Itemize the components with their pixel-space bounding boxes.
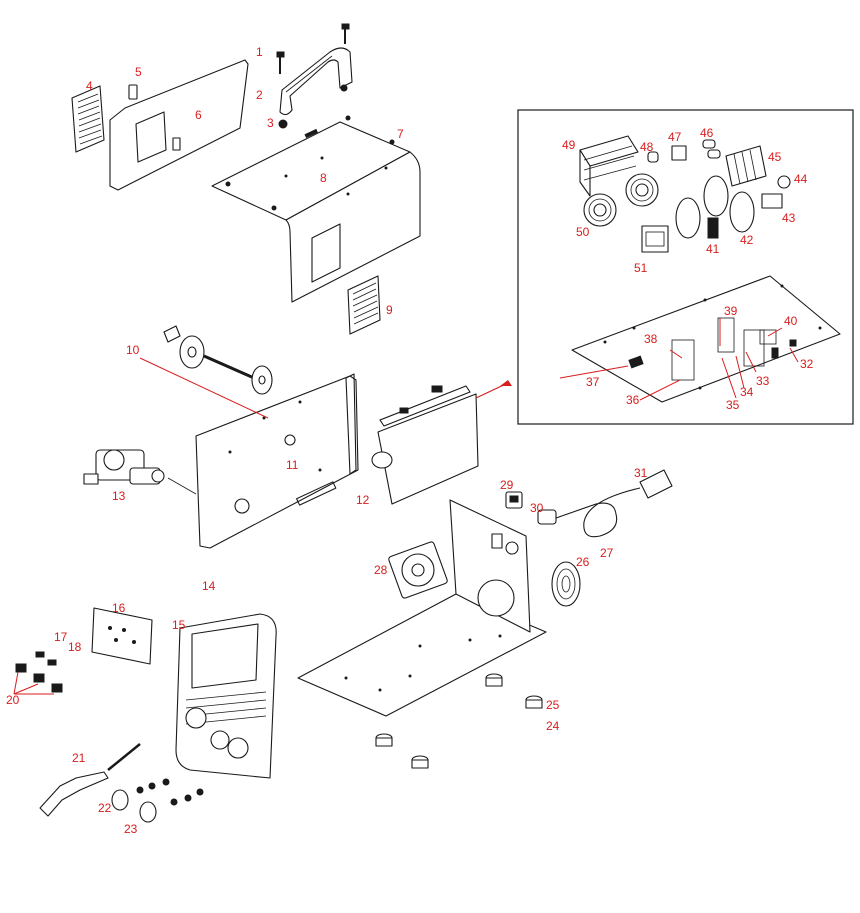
label-51: 51 [634,261,648,275]
label-23: 23 [124,822,138,836]
label-38: 38 [644,332,658,346]
label-39: 39 [724,304,738,318]
connectors-small [15,651,63,693]
label-33: 33 [756,374,770,388]
label-44: 44 [794,172,808,186]
rear-plate [91,607,153,665]
label-24: 24 [546,719,560,733]
label-6: 6 [195,108,202,122]
label-21: 21 [72,751,86,765]
label-8: 8 [320,171,327,185]
detail-components [571,135,841,403]
label-47: 47 [668,130,682,144]
label-20: 20 [6,693,20,707]
label-9: 9 [386,303,393,317]
part-labels: 1 2 3 4 5 6 7 8 9 10 11 12 13 14 15 16 1… [6,45,814,836]
label-45: 45 [768,150,782,164]
transformer-small [641,225,669,253]
label-46: 46 [700,126,714,140]
label-36: 36 [626,393,640,407]
control-board [571,275,841,403]
screw-top [276,23,350,74]
label-12: 12 [356,493,370,507]
vent-grille-left [71,85,105,153]
vent-grille-right [347,275,381,335]
top-cover [211,115,421,303]
label-10: 10 [126,343,140,357]
label-11: 11 [286,458,299,472]
side-clip [128,84,138,100]
label-34: 34 [740,385,754,399]
switch [505,491,523,509]
label-18: 18 [68,640,82,654]
leader-lines [13,318,799,695]
label-27: 27 [600,546,614,560]
capacitors [675,175,755,239]
label-25: 25 [546,698,560,712]
label-22: 22 [98,801,112,815]
label-3: 3 [267,116,274,130]
label-32: 32 [800,357,814,371]
inner-partition [195,373,359,549]
label-16: 16 [112,601,126,615]
handle [279,47,353,116]
main-board [371,385,479,505]
label-29: 29 [500,478,514,492]
toroid-cores [583,173,659,227]
label-50: 50 [576,225,590,239]
fan-assembly [388,541,448,599]
label-7: 7 [397,127,404,141]
rubber-feet [375,673,543,769]
front-panel [175,613,277,779]
label-14: 14 [202,579,216,593]
label-15: 15 [172,618,186,632]
heatsink-small [725,145,767,187]
label-42: 42 [740,233,754,247]
label-35: 35 [726,398,740,412]
label-17: 17 [54,630,68,644]
label-49: 49 [562,138,576,152]
small-inductors [647,139,721,163]
torch [39,743,141,817]
detail-frame [517,109,854,425]
fan-guard [551,561,581,607]
label-40: 40 [784,314,798,328]
label-5: 5 [135,65,142,79]
power-cable [537,469,673,538]
label-4: 4 [86,79,93,93]
label-30: 30 [530,501,544,515]
output-sockets [111,778,204,823]
label-41: 41 [706,242,720,256]
spool-holder [163,325,273,395]
nut-3 [278,84,348,129]
wire-feeder [83,449,197,495]
label-2: 2 [256,88,263,102]
side-panel [109,59,249,191]
label-1: 1 [256,45,263,59]
base-chassis [297,499,547,717]
label-28: 28 [374,563,388,577]
label-31: 31 [634,466,648,480]
label-43: 43 [782,211,796,225]
heatsink-large [579,135,639,197]
label-37: 37 [586,375,600,389]
label-48: 48 [640,140,654,154]
label-26: 26 [576,555,590,569]
label-13: 13 [112,489,126,503]
